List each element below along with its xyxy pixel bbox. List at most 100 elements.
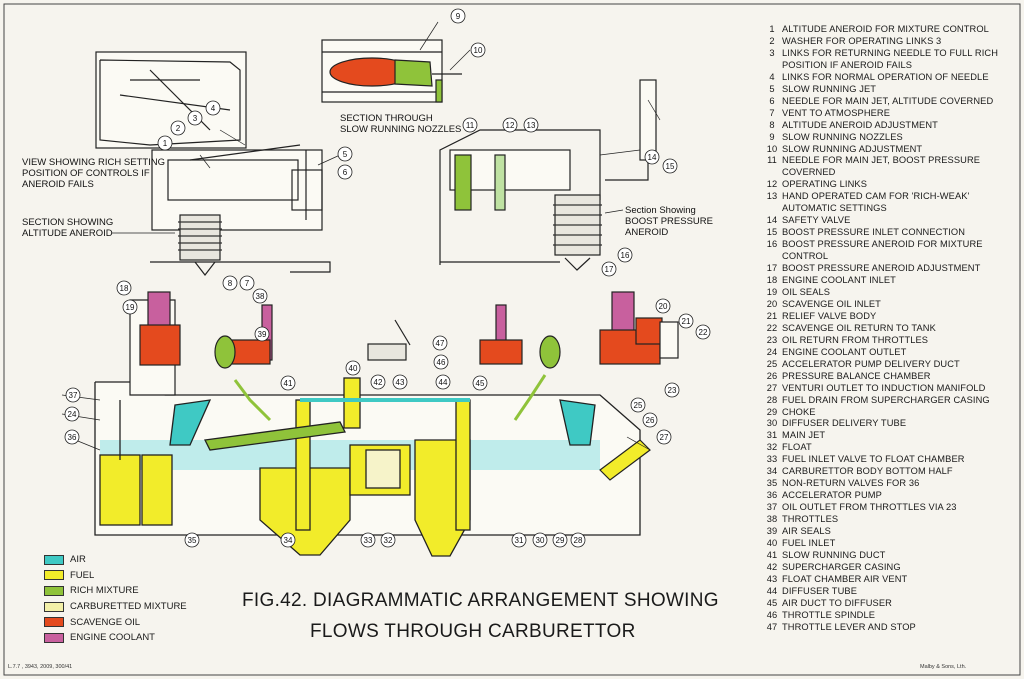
part-description: NON-RETURN VALVES FOR 36: [782, 478, 920, 489]
part-description: RELIEF VALVE BODY: [782, 310, 877, 321]
throttle-barrels: [129, 291, 679, 481]
callout-number: 35: [188, 536, 197, 545]
callout-marker: 12: [502, 117, 518, 133]
part-number: 34: [766, 466, 778, 477]
callout-marker: 19: [122, 299, 138, 315]
callout-marker: 25: [630, 397, 646, 413]
part-description: FLOAT: [782, 442, 812, 453]
callout-circle: [64, 406, 80, 422]
callout-number: 45: [476, 379, 485, 388]
callout-number: 17: [605, 265, 614, 274]
legend-label: FUEL: [70, 569, 95, 581]
callout-number: 18: [120, 284, 129, 293]
part-description: OIL SEALS: [782, 286, 831, 297]
part-number: 18: [766, 275, 778, 286]
part-description: CARBURETTOR BODY BOTTOM HALF: [782, 466, 953, 477]
slow-running-nozzle-section: [321, 39, 462, 103]
part-description: VENTURI OUTLET TO INDUCTION MANIFOLD: [782, 382, 986, 393]
boost-pressure-line-1: Section Showing: [625, 205, 696, 216]
callout-circle: [122, 299, 138, 315]
callout-number: 14: [648, 153, 657, 162]
legend-item: ENGINE COOLANT: [44, 630, 187, 646]
part-number: 3: [769, 47, 775, 58]
figure-title-line-1: FIG.42. DIAGRAMMATIC ARRANGEMENT SHOWING: [242, 590, 719, 611]
part-description: PRESSURE BALANCE CHAMBER: [782, 370, 931, 381]
boost-pressure-section: [439, 79, 657, 271]
callout-number: 44: [439, 378, 448, 387]
callout-circle: [254, 326, 270, 342]
callout-number: 10: [474, 46, 483, 55]
part-description: ACCELERATOR PUMP DELIVERY DUCT: [782, 358, 960, 369]
callout-marker: 39: [254, 326, 270, 342]
callout-marker: 47: [432, 335, 448, 351]
part-number: 19: [766, 286, 778, 297]
callout-number: 42: [374, 378, 383, 387]
part-description: HAND OPERATED CAM FOR 'RICH-WEAK' AUTOMA…: [782, 191, 970, 214]
boost-pressure-label: Section Showing BOOST PRESSURE ANEROID: [625, 205, 713, 238]
callout-number: 16: [621, 251, 630, 260]
part-description: SLOW RUNNING DUCT: [782, 549, 886, 560]
callout-marker: 46: [433, 354, 449, 370]
part-number: 32: [766, 442, 778, 453]
part-description: SLOW RUNNING NOZZLES: [782, 131, 903, 142]
callout-circle: [187, 110, 203, 126]
rich-setting-line-2: POSITION OF CONTROLS IF: [22, 168, 150, 179]
callout-circle: [656, 429, 672, 445]
callout-marker: 43: [392, 374, 408, 390]
callout-marker: 11: [462, 117, 478, 133]
part-description: AIR SEALS: [782, 526, 831, 537]
part-description: SCAVENGE OIL RETURN TO TANK: [782, 322, 936, 333]
callout-number: 41: [284, 379, 293, 388]
callout-marker: 35: [184, 532, 200, 548]
part-description: OIL RETURN FROM THROTTLES: [782, 334, 929, 345]
callout-circle: [360, 532, 376, 548]
callout-circle: [601, 261, 617, 277]
callout-marker: 17: [601, 261, 617, 277]
callout-number: 23: [668, 386, 677, 395]
callout-marker: 40: [345, 360, 361, 376]
callout-number: 33: [364, 536, 373, 545]
part-description: FUEL INLET: [782, 537, 836, 548]
legend-label: SCAVENGE OIL: [70, 616, 141, 628]
part-description: NEEDLE FOR MAIN JET, BOOST PRESSURE COVE…: [782, 155, 981, 178]
part-number: 28: [766, 394, 778, 405]
callout-circle: [392, 374, 408, 390]
callout-marker: 30: [532, 532, 548, 548]
callout-number: 21: [682, 317, 691, 326]
legend-swatch: [44, 570, 64, 581]
part-number: 16: [766, 239, 778, 250]
callout-marker: 18: [116, 280, 132, 296]
part-number: 10: [766, 143, 778, 154]
legend-swatch: [44, 601, 64, 612]
callout-marker: 4: [205, 100, 221, 116]
part-description: ALTITUDE ANEROID ADJUSTMENT: [782, 119, 938, 130]
rich-setting-line-3: ANEROID FAILS: [22, 179, 94, 190]
callout-marker: 15: [662, 158, 678, 174]
callout-marker: 31: [511, 532, 527, 548]
callout-marker: 26: [642, 412, 658, 428]
callout-circle: [205, 100, 221, 116]
part-item: 19 OIL SEALS: [762, 287, 1018, 299]
altitude-aneroid-line-2: ALTITUDE ANEROID: [22, 228, 113, 239]
callout-circle: [662, 158, 678, 174]
callout-marker: 37: [65, 387, 81, 403]
callout-circle: [432, 335, 448, 351]
part-description: THROTTLE LEVER AND STOP: [782, 621, 916, 632]
